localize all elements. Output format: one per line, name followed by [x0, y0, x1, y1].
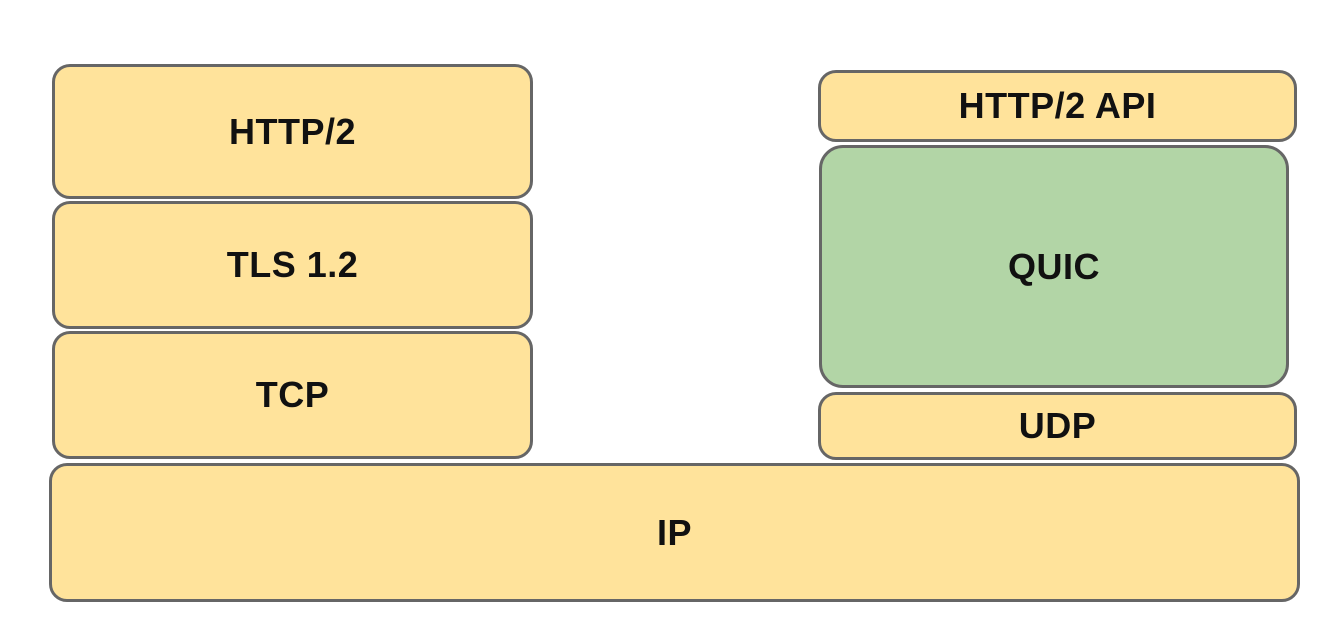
box-tls-1-2-label: TLS 1.2	[226, 244, 359, 285]
box-http2-api-label: HTTP/2 API	[958, 85, 1157, 126]
box-http2-api: HTTP/2 API	[818, 70, 1297, 142]
box-ip: IP	[49, 463, 1300, 602]
box-ip-label: IP	[656, 511, 692, 553]
box-quic-label: QUIC	[1008, 245, 1100, 287]
box-http2: HTTP/2	[52, 64, 533, 199]
box-tls-1-2: TLS 1.2	[52, 201, 533, 329]
box-tcp-label: TCP	[255, 374, 330, 415]
box-tcp: TCP	[52, 331, 533, 459]
box-udp: UDP	[818, 392, 1297, 460]
box-quic: QUIC	[819, 145, 1289, 388]
box-http2-label: HTTP/2	[228, 110, 356, 152]
box-udp-label: UDP	[1018, 405, 1097, 446]
